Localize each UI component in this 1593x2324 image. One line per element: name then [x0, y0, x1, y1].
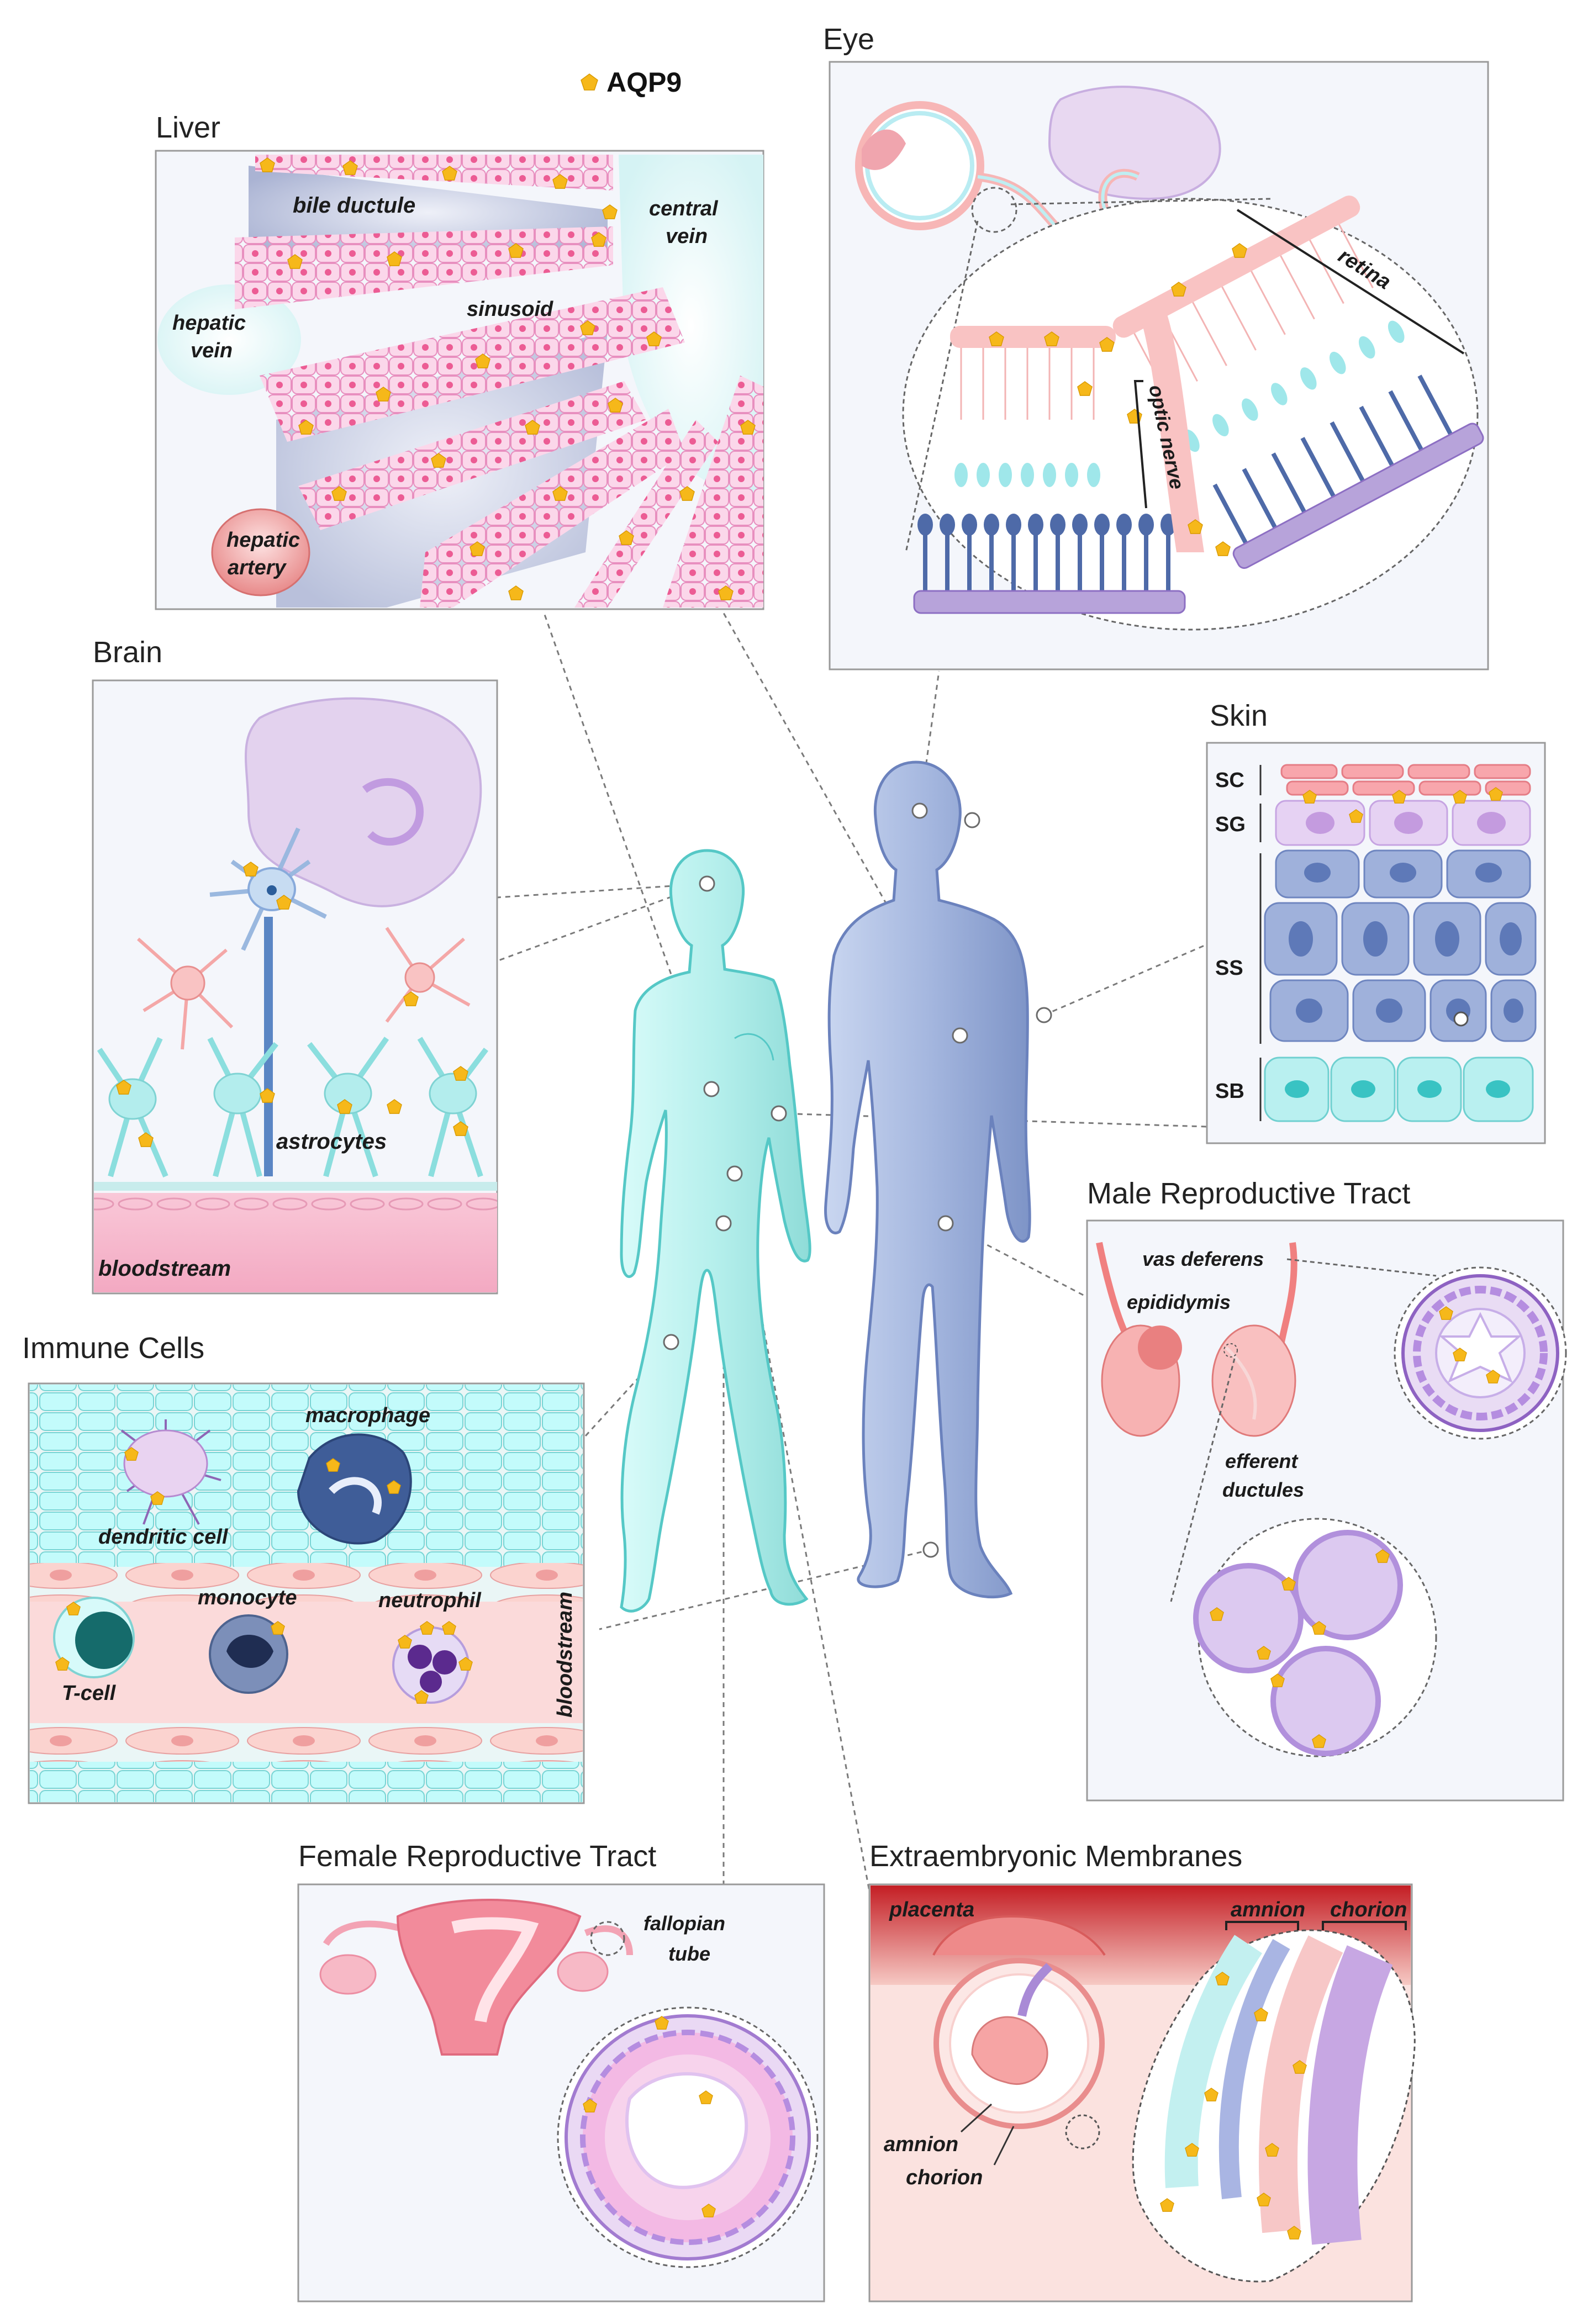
brain-title: Brain	[93, 636, 163, 669]
brain-outline	[1048, 86, 1221, 200]
central-vein-label-1: central	[649, 197, 719, 220]
hepatic-vein-label-1: hepatic	[172, 311, 246, 335]
skin-panel: SC SG SS SB	[1206, 742, 1546, 1144]
fallopian-tube-zoom	[557, 2006, 819, 2268]
eye-title: Eye	[823, 23, 875, 56]
monocyte	[209, 1614, 288, 1694]
dendritic-cell-label: dendritic cell	[98, 1525, 229, 1549]
placenta	[932, 1915, 1106, 1956]
liver-panel: bile ductule central vein sinusoid hepat…	[155, 150, 764, 610]
legend: AQP9	[580, 66, 682, 98]
hepatic-artery	[211, 508, 310, 596]
hepatic-artery-label-2: artery	[228, 556, 287, 579]
chorion-top-label: chorion	[1330, 1898, 1407, 1921]
immune-title: Immune Cells	[22, 1332, 205, 1365]
stratum-granulosum	[1275, 800, 1531, 846]
liver-title: Liver	[156, 111, 221, 144]
retina-block-left	[913, 326, 1186, 614]
placenta-label: placenta	[889, 1898, 974, 1921]
vas-deferens-zoom	[1394, 1266, 1567, 1440]
central-vein-label-2: vein	[666, 225, 708, 248]
bile-ductule-label: bile ductule	[293, 193, 415, 218]
sc-label: SC	[1215, 769, 1244, 792]
macrophage	[297, 1433, 412, 1545]
male-panel: vas deferens epididymis efferent ductule…	[1086, 1219, 1567, 1802]
membrane-zoom	[1132, 1929, 1416, 2283]
sg-label: SG	[1215, 813, 1246, 836]
brain-panel: astrocytes bloodstream	[92, 679, 498, 1295]
astrocytes	[97, 1037, 488, 1177]
female-body	[620, 849, 811, 1613]
embryo	[971, 2016, 1048, 2085]
hepatic-vein-label-2: vein	[191, 339, 233, 362]
amnion-label: amnion	[884, 2133, 958, 2156]
central-vein	[619, 155, 763, 497]
efferent-ductules-zoom	[1193, 1518, 1437, 1757]
pentagon-icon	[581, 73, 598, 91]
immune-bloodstream-label: bloodstream	[553, 1592, 577, 1718]
optic-nerve-fibers	[1138, 309, 1204, 552]
chorion-label: chorion	[906, 2166, 983, 2189]
neutrophil	[392, 1626, 470, 1704]
retina-block-right	[1112, 196, 1484, 569]
neutrophil-label: neutrophil	[378, 1589, 482, 1612]
fallopian-label-2: tube	[668, 1942, 710, 1965]
astrocytes-label: astrocytes	[276, 1129, 387, 1154]
monocyte-label: monocyte	[198, 1586, 297, 1609]
male-title: Male Reproductive Tract	[1087, 1177, 1411, 1210]
t-cell-label: T-cell	[62, 1682, 117, 1705]
amnion-top-label: amnion	[1231, 1898, 1305, 1921]
organ-markers	[663, 802, 1052, 1558]
sb-label: SB	[1215, 1080, 1244, 1103]
brain-bloodstream-label: bloodstream	[98, 1256, 231, 1281]
vas-deferens-label: vas deferens	[1142, 1248, 1264, 1270]
efferent-label-1: efferent	[1225, 1450, 1299, 1472]
uterus	[396, 1899, 582, 2056]
stratum-basale	[1264, 1057, 1534, 1122]
hepatic-vein	[157, 284, 301, 395]
macrophage-label: macrophage	[305, 1404, 430, 1427]
eye-panel: retina optic nerve	[829, 61, 1489, 670]
efferent-label-2: ductules	[1222, 1478, 1304, 1501]
immune-panel: macrophage dendritic cell monocyte neutr…	[28, 1382, 585, 1804]
stratum-corneum	[1280, 764, 1531, 796]
hepatic-artery-label-1: hepatic	[226, 529, 300, 552]
t-cell	[53, 1597, 135, 1678]
epididymis-label: epididymis	[1127, 1291, 1231, 1313]
skin-title: Skin	[1210, 699, 1268, 732]
extra-title: Extraembryonic Membranes	[869, 1840, 1243, 1873]
axon	[264, 917, 273, 1176]
sinusoid-label: sinusoid	[467, 298, 553, 321]
male-body	[824, 760, 1031, 1599]
extraembryonic-panel: placenta amnion chorion amnion chorion	[868, 1883, 1416, 2302]
legend-label: AQP9	[606, 67, 682, 98]
female-title: Female Reproductive Tract	[298, 1840, 657, 1873]
brain-outline	[245, 697, 482, 907]
female-panel: fallopian tube	[297, 1883, 825, 2302]
ss-label: SS	[1215, 957, 1243, 980]
fallopian-label-1: fallopian	[643, 1912, 725, 1935]
